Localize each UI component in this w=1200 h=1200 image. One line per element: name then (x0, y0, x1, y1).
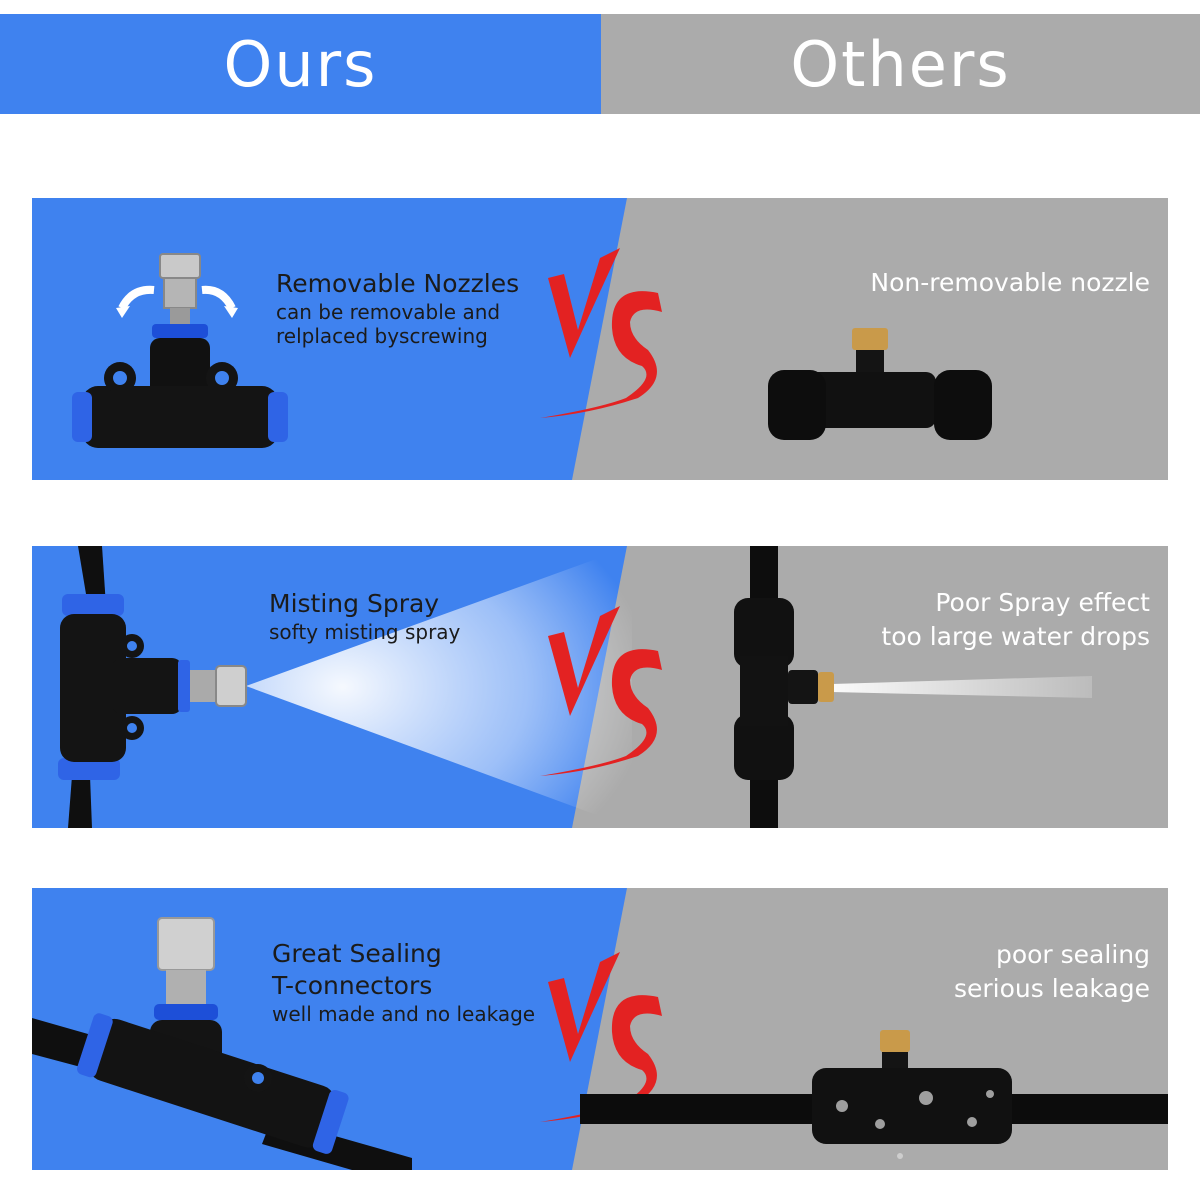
others-feature-text: Poor Spray effect too large water drops (881, 586, 1150, 654)
ours-feature-title: Misting Spray (269, 589, 440, 618)
others-feature-text: poor sealing serious leakage (954, 938, 1150, 1006)
others-feature-text: Non-removable nozzle (870, 266, 1150, 300)
others-feature-line1: Poor Spray effect (935, 588, 1150, 617)
others-feature-line2: serious leakage (954, 974, 1150, 1003)
misting-tee-image (58, 546, 247, 828)
vs-emblem (540, 606, 662, 776)
leaky-tee-image (580, 1030, 1168, 1159)
ours-feature-title: Removable Nozzles (276, 269, 520, 298)
fixed-nozzle-tee-image (768, 328, 992, 440)
ours-header-label: Ours (223, 27, 378, 101)
others-header-label: Others (790, 27, 1011, 101)
comparison-row-nozzle: Removable Nozzles can be removable and r… (32, 198, 1168, 480)
ours-feature-text: Misting Spray softy misting spray (269, 588, 460, 644)
others-feature-line1: poor sealing (995, 940, 1150, 969)
ours-feature-title-line2: T-connectors (272, 971, 433, 1000)
fixed-spray-tee-image (734, 546, 834, 828)
comparison-header: Ours Others (0, 14, 1200, 114)
others-feature-line2: too large water drops (881, 622, 1150, 651)
comparison-row-sealing: Great Sealing T-connectors well made and… (32, 888, 1168, 1170)
removable-nozzle-tee-image (72, 253, 288, 448)
ours-feature-text: Great Sealing T-connectors well made and… (272, 938, 535, 1026)
vs-emblem (540, 952, 662, 1122)
sealed-tee-image (32, 917, 412, 1170)
others-feature-line1: Non-removable nozzle (870, 268, 1150, 297)
ours-feature-desc-line1: softy misting spray (269, 620, 461, 644)
ours-feature-desc-line2: relplaced byscrewing (276, 324, 488, 348)
others-header: Others (601, 14, 1200, 114)
comparison-row-spray: Misting Spray softy misting spray Poor S… (32, 546, 1168, 828)
ours-feature-text: Removable Nozzles can be removable and r… (276, 268, 519, 348)
vs-label: VS (530, 238, 551, 242)
vs-emblem: VS (530, 238, 662, 418)
ours-feature-desc-line1: can be removable and (276, 300, 501, 324)
ours-header: Ours (0, 14, 601, 114)
ours-feature-desc-line1: well made and no leakage (272, 1002, 536, 1026)
ours-feature-title: Great Sealing (272, 939, 442, 968)
